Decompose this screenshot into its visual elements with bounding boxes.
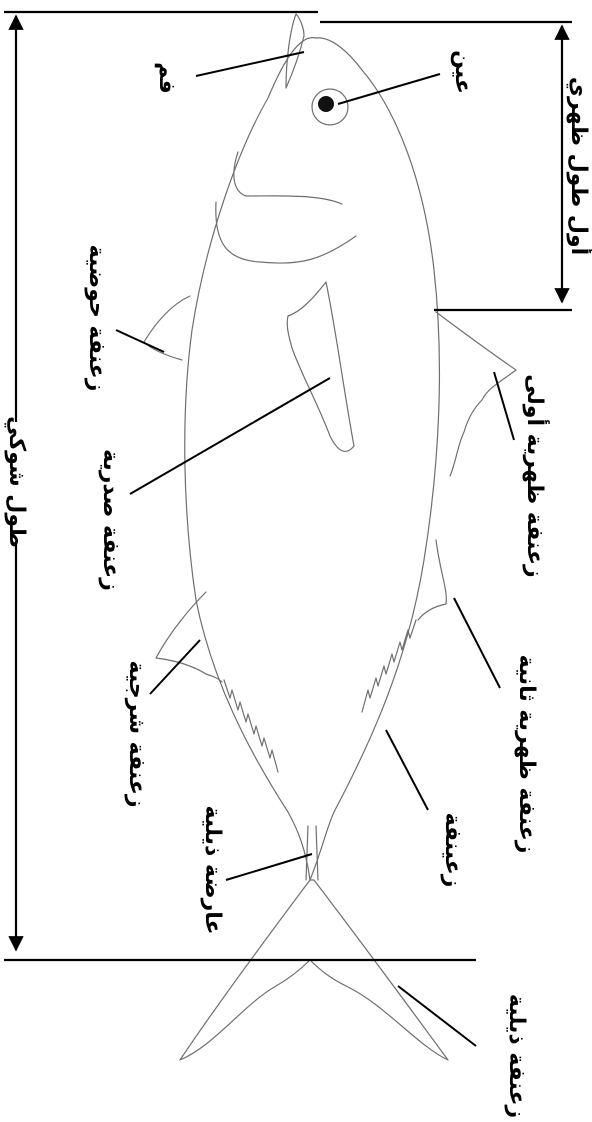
caudal-keel-shape	[306, 826, 318, 880]
label-first-dorsal-fin: زعنفة ظهرية أولى	[522, 374, 551, 577]
label-caudal-keel: عارضة ذيلية	[200, 805, 225, 934]
mouth-leader	[196, 52, 304, 76]
label-mouth: فم	[154, 62, 179, 94]
second-dorsal-fin-shape	[418, 540, 446, 620]
caudal-fin-leader	[398, 986, 476, 1046]
snout	[286, 14, 304, 88]
pelvic-fin-shape	[144, 296, 190, 360]
pelvic-fin-leader	[116, 330, 164, 352]
label-pelvic-fin: زعنفة حوضية	[84, 245, 109, 392]
label-anal-fin: زعنفة شرجية	[124, 660, 149, 807]
first-dorsal-fin-shape	[436, 312, 516, 476]
gill-line-2	[216, 202, 356, 263]
pectoral-fin-shape	[287, 282, 354, 451]
labels: فم عين أول طول ظهري زعنفة حوضية زعنفة ظه…	[3, 50, 592, 1118]
anal-fin-shape	[156, 592, 222, 682]
eye-pupil	[318, 96, 334, 112]
dimension-lines	[4, 12, 572, 960]
label-eye: عين	[450, 50, 475, 94]
pectoral-fin-leader	[130, 378, 330, 494]
finlets-leader	[386, 730, 428, 810]
gill-line-1	[234, 152, 342, 204]
label-pectoral-fin: زعنفة صدرية	[98, 449, 123, 591]
caudal-keel-leader	[226, 854, 312, 880]
fish-body	[185, 38, 440, 880]
fish-outline	[144, 14, 516, 1060]
label-first-dorsal-length: أول طول ظهري	[566, 77, 592, 255]
second-dorsal-fin-leader	[454, 598, 500, 688]
label-second-dorsal-fin: زعنفة ظهرية ثانية	[514, 655, 539, 854]
label-caudal-fin: زعنفة ذيلية	[504, 994, 529, 1118]
label-fork-length: طول شوكي	[4, 416, 29, 548]
leader-lines	[116, 52, 514, 1046]
finlets-ventral	[224, 680, 278, 772]
label-finlets: زعينفة	[440, 813, 465, 888]
first-dorsal-fin-leader	[494, 372, 514, 440]
eye-leader	[338, 74, 440, 104]
